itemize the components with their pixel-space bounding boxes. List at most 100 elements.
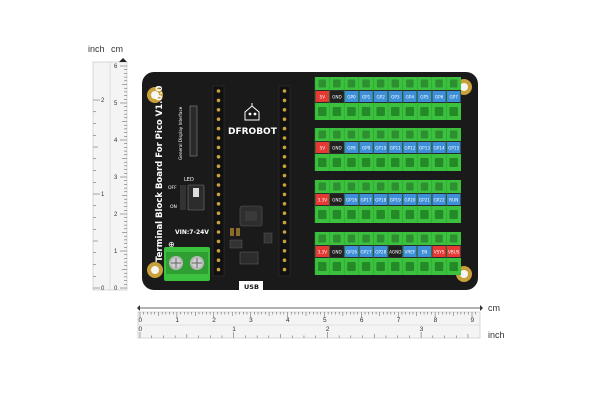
header-pin bbox=[282, 155, 287, 159]
terminal-pin-label: RUN bbox=[449, 197, 458, 202]
left-ruler-arrow-icon bbox=[119, 58, 127, 62]
terminal-pin: 5V bbox=[314, 128, 329, 171]
header-pin bbox=[282, 220, 287, 225]
terminal-pin: GP8 bbox=[343, 128, 359, 171]
header-pin bbox=[282, 98, 287, 103]
terminal-screw bbox=[449, 79, 458, 88]
terminal-pin-badge bbox=[330, 246, 344, 257]
terminal-wire-entry bbox=[391, 158, 400, 167]
ruler-inch-label: 0 bbox=[101, 286, 105, 292]
terminal-screw bbox=[362, 234, 370, 243]
led-indicator bbox=[180, 185, 186, 210]
ruler-cm-label: 2 bbox=[114, 212, 118, 218]
terminal-pin: GP26 bbox=[343, 232, 359, 275]
ruler-cm-label: 0 bbox=[139, 317, 143, 324]
terminal-screw bbox=[362, 79, 370, 88]
terminal-screw bbox=[362, 182, 370, 191]
terminal-pin-label: GP26 bbox=[346, 249, 357, 254]
terminal-pin: GP0 bbox=[343, 77, 359, 120]
terminal-wire-entry bbox=[449, 210, 458, 219]
header-pin bbox=[216, 220, 221, 225]
terminal-wire-entry bbox=[361, 107, 371, 116]
terminal-pin-badge bbox=[374, 142, 388, 153]
terminal-pin: 3.3V bbox=[314, 180, 329, 223]
header-pin bbox=[216, 192, 221, 197]
terminal-pin: GP7 bbox=[446, 77, 461, 120]
terminal-pin-badge bbox=[374, 194, 388, 205]
header-pin bbox=[282, 211, 287, 215]
led-switch bbox=[187, 184, 205, 211]
terminal-pin-label: GP11 bbox=[390, 145, 401, 150]
terminal-pin-label: 3.3V bbox=[318, 249, 328, 254]
display-interface-label: General Display Interface bbox=[178, 106, 183, 160]
terminal-screw bbox=[435, 234, 443, 243]
terminal-pin: GP17 bbox=[358, 180, 373, 223]
terminal-screw bbox=[347, 130, 356, 139]
terminal-screw bbox=[333, 182, 341, 191]
terminal-wire-entry bbox=[420, 210, 429, 219]
terminal-screw bbox=[391, 79, 399, 88]
terminal-pin-badge bbox=[315, 142, 329, 153]
terminal-wire-entry bbox=[420, 262, 429, 271]
terminal-pin: GND bbox=[329, 180, 344, 223]
terminal-pin-label: VSYS bbox=[434, 249, 445, 254]
bottom-ruler-left-arrow-icon bbox=[137, 305, 140, 311]
terminal-pin-badge bbox=[315, 91, 329, 102]
ruler-cm-label: 9 bbox=[471, 317, 475, 324]
header-pin bbox=[282, 258, 287, 263]
terminal-wire-entry bbox=[332, 158, 342, 167]
ruler-cm-label: 3 bbox=[114, 175, 118, 181]
terminal-screw bbox=[449, 182, 458, 191]
terminal-wire-entry bbox=[434, 262, 444, 271]
terminal-pin: GP27 bbox=[358, 232, 373, 275]
terminal-pin-badge bbox=[388, 194, 402, 205]
terminal-pin-badge bbox=[417, 91, 432, 102]
terminal-pin-label: GND bbox=[332, 197, 342, 202]
terminal-pin: GP2 bbox=[373, 77, 388, 120]
header-pin bbox=[216, 98, 221, 103]
terminal-wire-entry bbox=[434, 107, 444, 116]
terminal-pin-badge bbox=[344, 91, 359, 102]
terminal-pin-badge bbox=[330, 194, 344, 205]
terminal-wire-entry bbox=[434, 210, 444, 219]
terminal-pin-label: AGND bbox=[389, 249, 401, 254]
terminal-pin-badge bbox=[388, 142, 402, 153]
terminal-pin-label: GP9 bbox=[362, 145, 371, 150]
display-connector bbox=[189, 105, 198, 157]
terminal-wire-entry bbox=[405, 158, 415, 167]
terminal-wire-entry bbox=[449, 158, 458, 167]
ruler-inch-label: 0 bbox=[139, 326, 143, 333]
terminal-pin-label: GP13 bbox=[419, 145, 430, 150]
terminal-screw bbox=[376, 79, 385, 88]
pico-header-left bbox=[212, 85, 225, 277]
ruler-inch-label: 1 bbox=[232, 326, 236, 333]
terminal-wire-entry bbox=[361, 158, 371, 167]
terminal-screw bbox=[420, 234, 429, 243]
terminal-pin: GP21 bbox=[416, 180, 432, 223]
led-on-label: ON bbox=[170, 204, 177, 210]
smd-component bbox=[230, 228, 234, 236]
terminal-pin: GP5 bbox=[416, 77, 432, 120]
terminal-wire-entry bbox=[376, 262, 385, 271]
terminal-pin: EN bbox=[416, 232, 432, 275]
pcb-board: Terminal Block Board For Pico V1.0.0 Gen… bbox=[142, 72, 478, 291]
terminal-pin: GND bbox=[329, 232, 344, 275]
terminal-pin-badge bbox=[417, 246, 432, 257]
header-pin bbox=[216, 173, 221, 178]
terminal-pin: GP9 bbox=[358, 128, 373, 171]
terminal-wire-entry bbox=[347, 158, 356, 167]
dfrobot-logo bbox=[244, 103, 260, 121]
terminal-screw bbox=[376, 182, 385, 191]
terminal-screw bbox=[376, 130, 385, 139]
ruler-inch-label: 2 bbox=[326, 326, 330, 333]
header-pin bbox=[282, 126, 287, 131]
header-pin bbox=[216, 126, 221, 131]
terminal-pin-badge bbox=[330, 91, 344, 102]
terminal-screw bbox=[347, 234, 356, 243]
terminal-pin: GND bbox=[329, 77, 344, 120]
mounting-hole-top-left bbox=[147, 87, 163, 103]
header-pin bbox=[216, 117, 221, 121]
